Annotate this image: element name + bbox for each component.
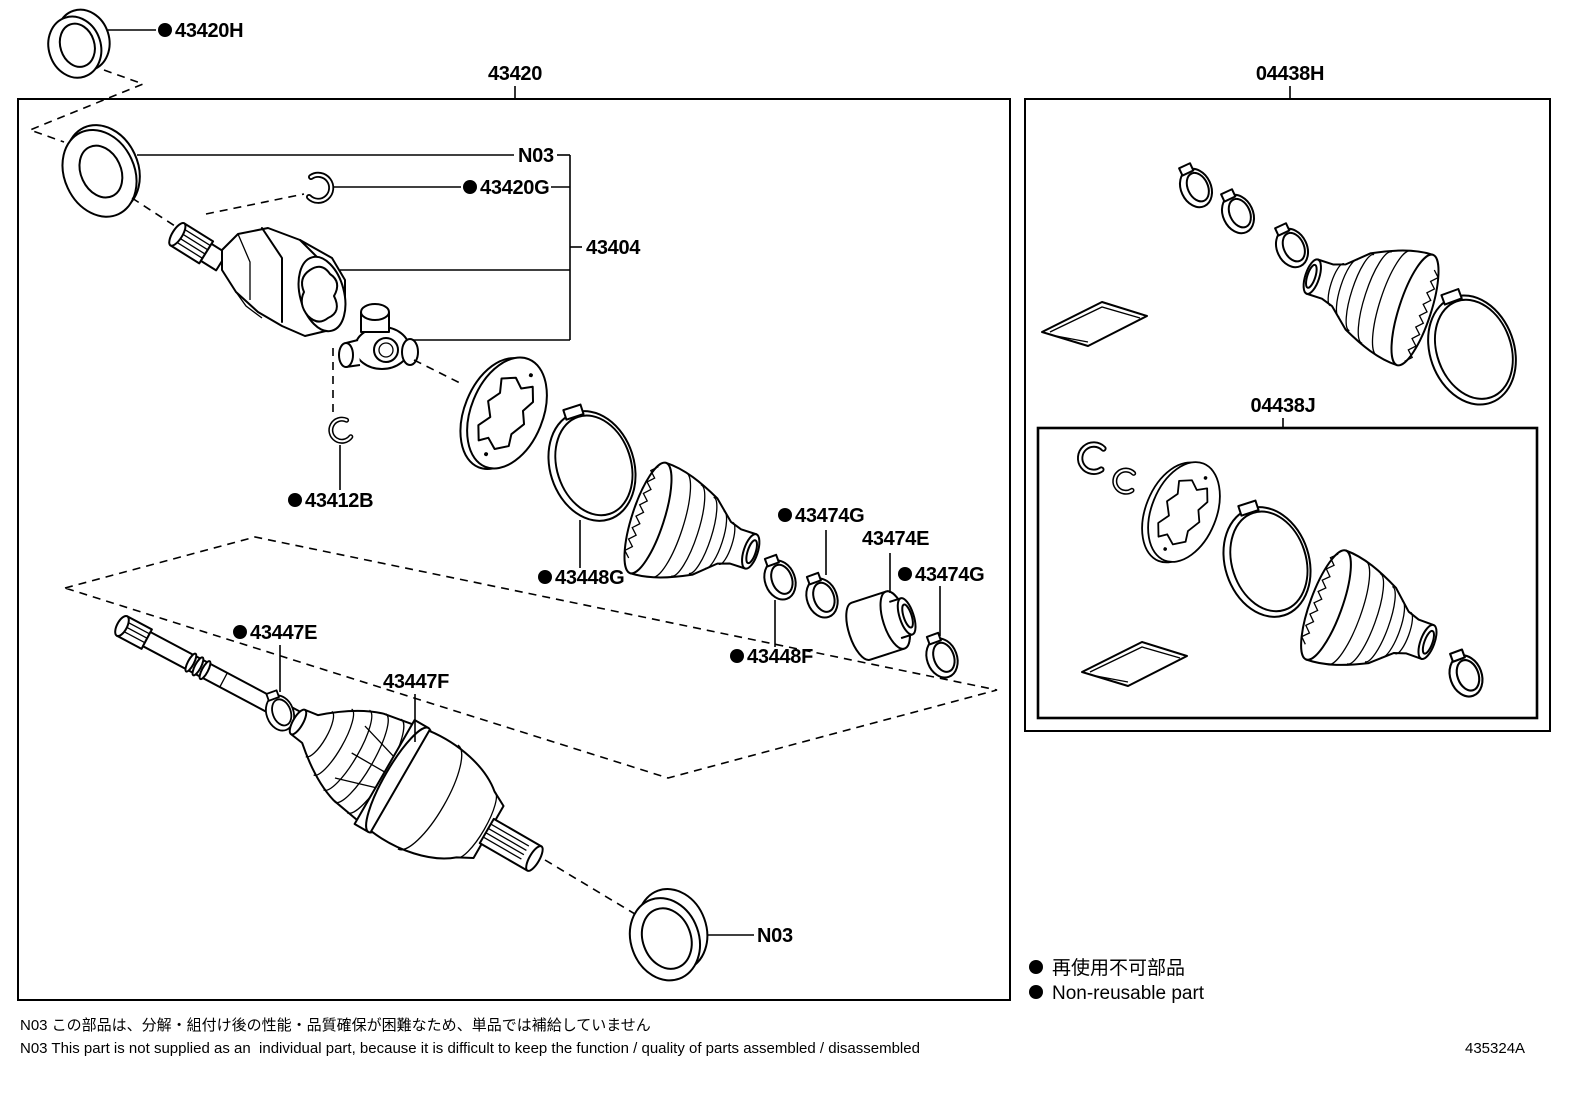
dashed-guide-stub-seal: [544, 859, 641, 918]
non-reusable-marker: [158, 23, 172, 37]
non-reusable-marker: [778, 508, 792, 522]
snap-ring-43412b-illustration: [328, 417, 353, 444]
clamp-43448f-illustration: [756, 550, 802, 605]
callout-43447f[interactable]: 43447F: [383, 671, 449, 693]
kit-h-clamp-1-illustration: [1170, 158, 1220, 214]
legend-label-en: Non-reusable part: [1052, 983, 1205, 1004]
legend-marker-en: [1029, 985, 1043, 999]
callout-43474g-a[interactable]: 43474G: [795, 505, 865, 527]
kit-j-snap-ring-1-illustration: [1080, 445, 1103, 472]
dashed-guide-seal: [27, 69, 146, 143]
kit-j-grease-packet-illustration: [1081, 641, 1188, 687]
callout-43412b[interactable]: 43412B: [305, 490, 374, 512]
kit-h-clamp-2-illustration: [1212, 184, 1262, 240]
callout-43447e[interactable]: 43447E: [250, 622, 317, 644]
non-reusable-marker: [288, 493, 302, 507]
snap-ring-43420g-illustration: [309, 175, 331, 201]
callout-43420h[interactable]: 43420H: [175, 20, 244, 42]
callout-43404[interactable]: 43404: [586, 237, 642, 259]
clamp-43474g-b-illustration: [918, 628, 964, 683]
callout-43448g[interactable]: 43448G: [555, 567, 625, 589]
dashed-subassembly-outline: [62, 536, 998, 779]
kit-04438h-frame: [1024, 98, 1551, 732]
non-reusable-marker: [233, 625, 247, 639]
kit-j-snap-ring-2-illustration: [1115, 470, 1134, 492]
kit-h-grease-packet-illustration: [1041, 301, 1148, 347]
non-reusable-marker: [730, 649, 744, 663]
tripod-joint-illustration: [338, 303, 419, 370]
seal-n03-bottom-illustration: [628, 888, 709, 982]
legend-marker-jp: [1029, 960, 1043, 974]
boot-retainer-plate-illustration: [444, 342, 564, 485]
kit-04438h-label[interactable]: 04438H: [1256, 63, 1325, 85]
dashed-guide-ring-stem: [131, 197, 179, 229]
kit-04438j-label[interactable]: 04438J: [1251, 395, 1316, 417]
legend-label-jp: 再使用不可部品: [1052, 957, 1185, 979]
dashed-guide-stem-snapring: [205, 193, 305, 215]
seal-43420h-illustration: [47, 8, 111, 79]
inner-boot-illustration: [613, 456, 777, 610]
kit-j-boot-illustration: [1290, 544, 1455, 700]
drive-shaft-illustration: [114, 615, 307, 730]
outer-joint-43447f-illustration: [288, 708, 544, 872]
clamp-43474g-a-illustration: [798, 568, 844, 623]
callout-43474g-b[interactable]: 43474G: [915, 564, 985, 586]
callout-43474e[interactable]: 43474E: [862, 528, 929, 550]
kit-j-clamp-illustration: [1441, 644, 1490, 703]
non-reusable-marker: [538, 570, 552, 584]
dashed-guide-tripod-plate: [413, 359, 463, 385]
kit-j-plate-illustration: [1127, 448, 1235, 576]
kit-h-boot-illustration: [1286, 218, 1450, 372]
non-reusable-marker: [463, 180, 477, 194]
callout-n03-top[interactable]: N03: [518, 145, 554, 167]
footnote-jp: N03 この部品は、分解・組付け後の性能・品質確保が困難なため、単品では補給して…: [20, 1016, 651, 1034]
inner-joint-housing-illustration: [168, 222, 347, 337]
damper-43474e-illustration: [845, 590, 917, 661]
footnote-en: N03 This part is not supplied as an indi…: [20, 1040, 920, 1057]
kit-04438j-frame: [1036, 426, 1539, 720]
clamp-43448g-illustration: [531, 393, 651, 534]
seal-n03-top-illustration: [61, 124, 141, 218]
assembly-43420-frame: [17, 98, 1011, 1001]
kit-h-clamp-3-illustration: [1266, 218, 1316, 274]
kit-j-large-clamp-illustration: [1206, 489, 1326, 630]
non-reusable-marker: [898, 567, 912, 581]
assembly-43420-label[interactable]: 43420: [488, 63, 543, 85]
callout-43420g[interactable]: 43420G: [480, 177, 550, 199]
figure-id: 435324A: [1465, 1040, 1525, 1057]
callout-n03-bottom[interactable]: N03: [757, 925, 793, 947]
callout-43448f[interactable]: 43448F: [747, 646, 813, 668]
